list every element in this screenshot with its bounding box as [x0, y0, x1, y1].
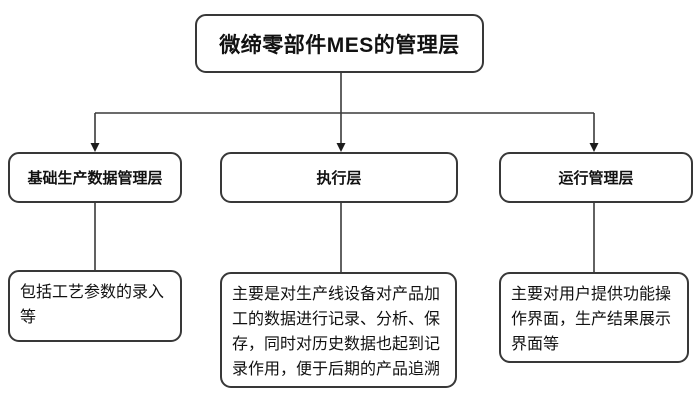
desc-node-execution-text: 主要是对生产线设备对产品加工的数据进行记录、分析、保存，同时对历史数据也起到记录… [232, 286, 441, 378]
branch-node-operation: 运行管理层 [499, 152, 693, 203]
desc-node-operation-text: 主要对用户提供功能操作界面，生产结果展示界面等 [511, 286, 672, 353]
root-node: 微缔零部件MES的管理层 [195, 14, 484, 73]
arrowhead-branch-center [336, 143, 346, 152]
desc-node-execution: 主要是对生产线设备对产品加工的数据进行记录、分析、保存，同时对历史数据也起到记录… [220, 272, 457, 388]
branch-node-execution: 执行层 [220, 152, 458, 203]
arrowhead-branch-right [589, 143, 599, 152]
branch-node-basic-data-label: 基础生产数据管理层 [27, 170, 163, 187]
branch-node-operation-label: 运行管理层 [558, 170, 634, 187]
desc-node-basic-data: 包括工艺参数的录入等 [8, 270, 182, 342]
branch-node-basic-data: 基础生产数据管理层 [8, 152, 182, 203]
arrowhead-branch-left [90, 143, 100, 152]
branch-node-execution-label: 执行层 [316, 170, 362, 187]
root-node-label: 微缔零部件MES的管理层 [219, 33, 460, 57]
desc-node-basic-data-text: 包括工艺参数的录入等 [20, 284, 165, 326]
desc-node-operation: 主要对用户提供功能操作界面，生产结果展示界面等 [499, 272, 689, 363]
